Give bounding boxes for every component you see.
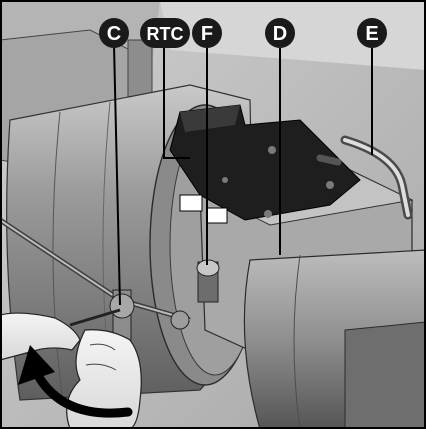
callout-e: E bbox=[357, 18, 387, 48]
callout-e-label: E bbox=[365, 23, 378, 45]
plate-screw-4 bbox=[222, 177, 228, 183]
plate-tab bbox=[180, 105, 240, 132]
leader-c bbox=[113, 44, 121, 306]
plate-screw-1 bbox=[268, 146, 276, 154]
hand-left bbox=[0, 312, 81, 361]
lever-pointer bbox=[69, 308, 121, 327]
rear-clamp bbox=[127, 39, 153, 101]
finger-line-2 bbox=[85, 363, 117, 371]
plate-label bbox=[179, 194, 203, 212]
handle-stub bbox=[316, 154, 342, 166]
leader-rtc bbox=[163, 45, 190, 159]
callout-rtc-label: RTC bbox=[147, 24, 184, 44]
callout-rtc-badge bbox=[140, 18, 190, 48]
callout-c-label: C bbox=[107, 23, 121, 45]
lever-pivot bbox=[109, 293, 135, 319]
callout-d: D bbox=[265, 18, 295, 48]
callout-d-circle bbox=[265, 18, 295, 48]
finger-line-1 bbox=[89, 343, 116, 351]
front-cap bbox=[344, 321, 426, 429]
knob-small bbox=[170, 310, 190, 330]
callout-rtc: RTC bbox=[140, 18, 190, 48]
curved-arrow-icon bbox=[18, 345, 133, 418]
callout-f-label: F bbox=[201, 23, 213, 45]
plate-screw-3 bbox=[264, 210, 272, 218]
callout-c: C bbox=[99, 18, 129, 48]
plate-label-2 bbox=[206, 207, 228, 224]
hand-icon bbox=[0, 312, 142, 429]
plate-screw-2 bbox=[326, 181, 334, 189]
callout-f-circle bbox=[192, 18, 222, 48]
callout-c-circle bbox=[99, 18, 129, 48]
callout-d-label: D bbox=[273, 23, 287, 45]
hand-right bbox=[66, 329, 142, 429]
callout-e-circle bbox=[357, 18, 387, 48]
leader-lines bbox=[113, 44, 373, 306]
front-barrel-ridge bbox=[293, 254, 301, 429]
rotation-arrow-head bbox=[18, 345, 55, 385]
handle-rod-highlight bbox=[343, 138, 410, 217]
rotation-arrow-shaft bbox=[30, 365, 133, 418]
callout-f: F bbox=[192, 18, 222, 48]
